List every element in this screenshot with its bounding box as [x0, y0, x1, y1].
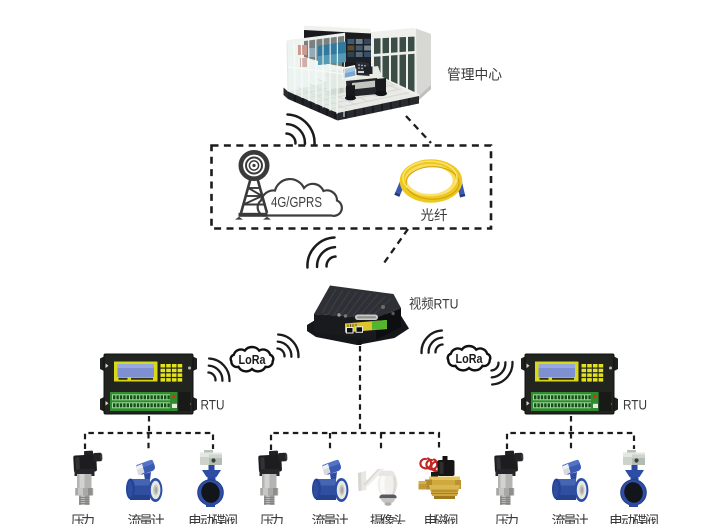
svg-text:流量计: 流量计 — [128, 513, 165, 524]
svg-text:电动碟阀: 电动碟阀 — [188, 513, 238, 524]
svg-text:电磁阀: 电磁阀 — [424, 513, 459, 524]
svg-text:压力: 压力 — [71, 513, 95, 524]
svg-text:视频RTU: 视频RTU — [409, 297, 459, 312]
svg-text:光纤: 光纤 — [421, 208, 448, 223]
svg-text:流量计: 流量计 — [312, 513, 349, 524]
svg-text:流量计: 流量计 — [552, 513, 589, 524]
svg-text:4G/GPRS: 4G/GPRS — [271, 195, 322, 211]
svg-text:摄像头: 摄像头 — [370, 513, 406, 524]
svg-text:电动碟阀: 电动碟阀 — [609, 513, 659, 524]
svg-text:RTU: RTU — [623, 398, 647, 413]
svg-text:压力: 压力 — [495, 513, 519, 524]
svg-text:管理中心: 管理中心 — [447, 67, 502, 83]
svg-text:压力: 压力 — [260, 513, 284, 524]
svg-text:RTU: RTU — [201, 398, 225, 413]
